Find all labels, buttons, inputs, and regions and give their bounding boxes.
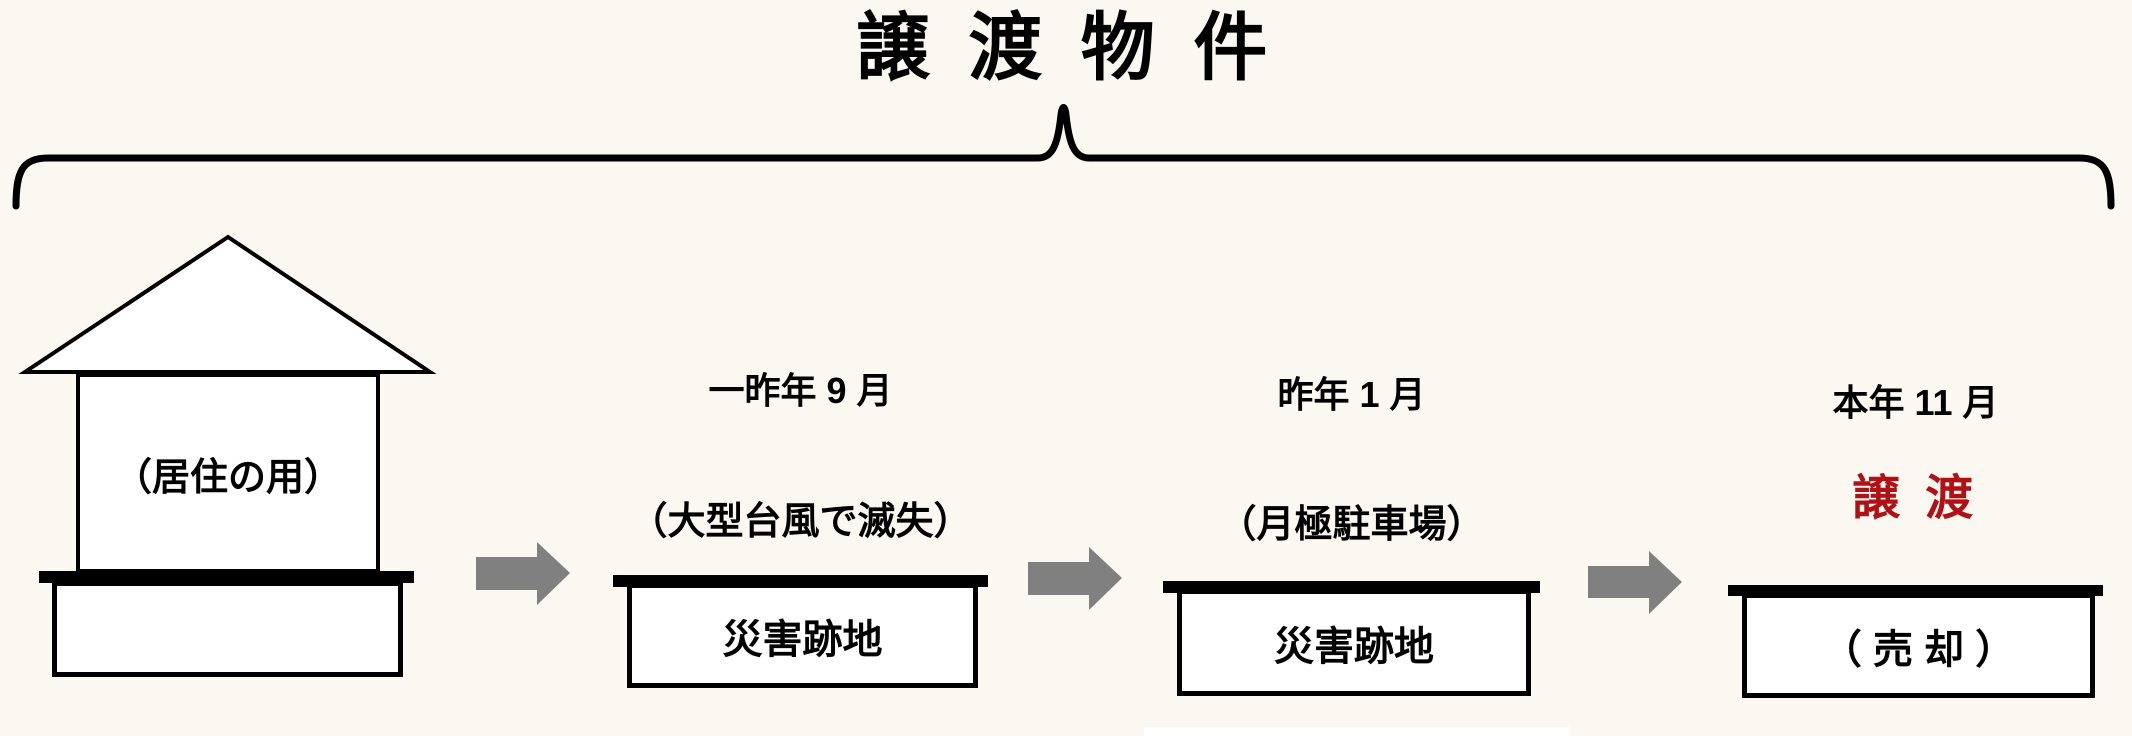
transfer-label: 譲 渡 (1851, 472, 1980, 525)
land-bar (1728, 585, 2103, 596)
stage-date: 昨年 1 月 (1277, 374, 1426, 415)
arrow-right-icon (1028, 547, 1122, 610)
stage-note: （大型台風で滅失） (629, 501, 972, 543)
stage-transfer: 本年 11 月 譲 渡 （ 売 却 ） (1728, 0, 2103, 736)
arrow-right-icon (1588, 551, 1682, 614)
house-roof-icon (18, 234, 437, 374)
plot-label: 災害跡地 (1274, 624, 1434, 669)
land-plot-house (52, 581, 403, 677)
stage-typhoon: 一昨年 9 月 （大型台風で滅失） 災害跡地 (613, 0, 988, 736)
house-body: （居住の用） (76, 373, 380, 573)
arrow-right-icon (476, 542, 570, 605)
plot-label: 災害跡地 (722, 617, 883, 662)
land-plot: 災害跡地 (627, 583, 978, 688)
stage-parking: 昨年 1 月 （月極駐車場） 災害跡地 (1163, 0, 1540, 736)
stage-note: （月極駐車場） (1218, 504, 1485, 546)
land-plot: （ 売 却 ） (1742, 593, 2095, 698)
white-strip (1144, 727, 1570, 736)
land-plot: 災害跡地 (1177, 589, 1531, 696)
land-bar (39, 571, 414, 583)
house-label: （居住の用） (113, 456, 342, 499)
stage-date: 本年 11 月 (1832, 382, 1999, 423)
plot-label: （ 売 却 ） (1821, 627, 2016, 672)
page-title: 譲 渡 物 件 (855, 6, 1277, 89)
stage-date: 一昨年 9 月 (708, 370, 893, 411)
